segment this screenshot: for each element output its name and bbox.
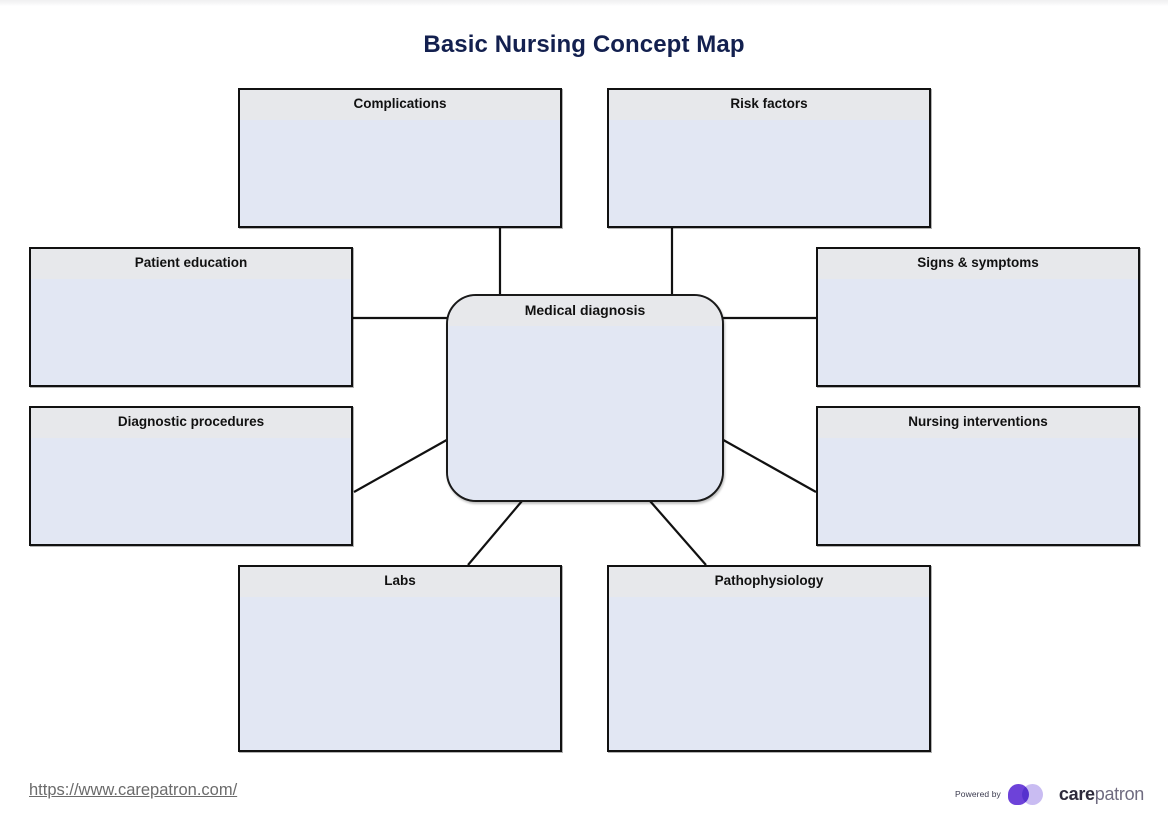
powered-by-label: Powered by <box>955 789 1001 799</box>
node-labs[interactable]: Labs <box>238 565 562 752</box>
carepatron-url-link[interactable]: https://www.carepatron.com/ <box>29 781 238 799</box>
node-content-complications[interactable] <box>240 120 560 226</box>
page-title: Basic Nursing Concept Map <box>423 31 745 58</box>
node-title-complications: Complications <box>240 90 560 120</box>
node-content-risk-factors[interactable] <box>609 120 929 226</box>
node-title-patient-education: Patient education <box>31 249 351 279</box>
connector-labs-to-center <box>467 500 523 566</box>
node-title-medical-diagnosis: Medical diagnosis <box>448 296 722 326</box>
connector-nursing-interventions-to-center <box>717 436 817 493</box>
logo-circle-shape <box>1021 784 1043 805</box>
node-content-signs-symptoms[interactable] <box>818 279 1138 385</box>
node-content-nursing-interventions[interactable] <box>818 438 1138 544</box>
carepatron-wordmark: carepatron <box>1059 785 1144 803</box>
node-patient-education[interactable]: Patient education <box>29 247 353 387</box>
connector-diagnostic-procedures-to-center <box>353 436 453 493</box>
node-title-pathophysiology: Pathophysiology <box>609 567 929 597</box>
node-title-risk-factors: Risk factors <box>609 90 929 120</box>
node-title-signs-symptoms: Signs & symptoms <box>818 249 1138 279</box>
node-content-labs[interactable] <box>240 597 560 750</box>
node-nursing-interventions[interactable]: Nursing interventions <box>816 406 1140 546</box>
carepatron-logo-icon <box>1007 783 1052 805</box>
node-content-diagnostic-procedures[interactable] <box>31 438 351 544</box>
wordmark-care: care <box>1058 784 1095 804</box>
node-complications[interactable]: Complications <box>238 88 562 228</box>
node-content-patient-education[interactable] <box>31 279 351 385</box>
node-pathophysiology[interactable]: Pathophysiology <box>607 565 931 752</box>
wordmark-patron: patron <box>1094 784 1145 804</box>
carepatron-branding: Powered by carepatron <box>955 781 1144 807</box>
node-medical-diagnosis[interactable]: Medical diagnosis <box>446 294 724 502</box>
node-diagnostic-procedures[interactable]: Diagnostic procedures <box>29 406 353 546</box>
node-risk-factors[interactable]: Risk factors <box>607 88 931 228</box>
node-content-pathophysiology[interactable] <box>609 597 929 750</box>
node-title-labs: Labs <box>240 567 560 597</box>
node-title-nursing-interventions: Nursing interventions <box>818 408 1138 438</box>
node-title-diagnostic-procedures: Diagnostic procedures <box>31 408 351 438</box>
page-top-edge <box>0 0 1168 6</box>
node-signs-symptoms[interactable]: Signs & symptoms <box>816 247 1140 387</box>
node-content-medical-diagnosis[interactable] <box>448 326 722 500</box>
connector-pathophysiology-to-center <box>649 500 707 566</box>
